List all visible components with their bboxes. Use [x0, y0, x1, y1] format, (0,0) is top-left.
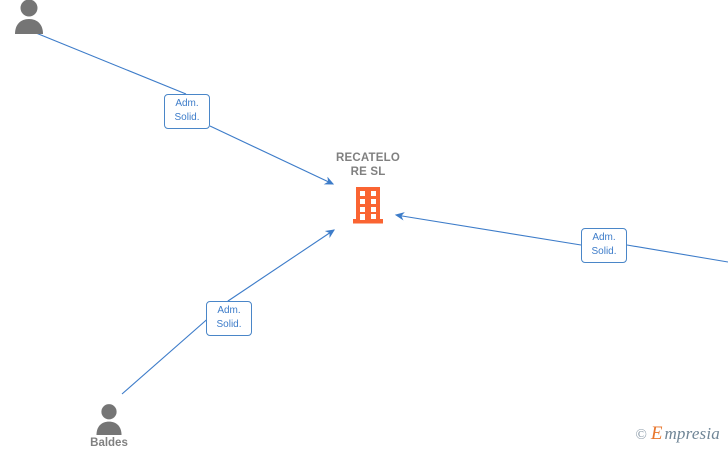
empresia-watermark: © E mpresia	[635, 424, 720, 444]
edge-label-to-company-top	[209, 125, 335, 185]
company-node[interactable]: RECATELO RE SL	[322, 152, 414, 225]
edge-right-offscreen	[626, 244, 728, 263]
person-node-bottom-left[interactable]: Baldes	[63, 401, 155, 450]
person-label-bottom-left: Baldes	[90, 437, 128, 449]
copyright-symbol: ©	[635, 427, 647, 443]
person-icon	[96, 404, 122, 435]
relation-label-line1: Adm.	[217, 305, 241, 316]
edge-person-top-to-label	[35, 32, 187, 95]
relation-label-line1: Adm.	[592, 232, 616, 243]
edge-label-to-company-right	[394, 212, 582, 246]
edge-label-to-company-bottom	[227, 229, 336, 302]
relation-label-line1: Adm.	[175, 98, 199, 109]
relation-label-line2: Solid.	[174, 112, 200, 123]
person-icon	[15, 0, 43, 34]
relation-label-bottom-left[interactable]: Adm. Solid.	[206, 301, 252, 336]
relation-label-top-left[interactable]: Adm. Solid.	[164, 94, 210, 129]
person-node-top-left[interactable]	[0, 0, 75, 36]
relation-label-line2: Solid.	[216, 319, 242, 330]
relation-label-line2: Solid.	[591, 246, 617, 257]
company-name-label: RECATELO	[336, 152, 400, 164]
building-icon	[353, 187, 383, 224]
brand-name: mpresia	[664, 424, 720, 443]
relation-label-right[interactable]: Adm. Solid.	[581, 228, 627, 263]
company-name-label-2: RE SL	[350, 165, 386, 178]
brand-initial: E	[650, 423, 663, 444]
